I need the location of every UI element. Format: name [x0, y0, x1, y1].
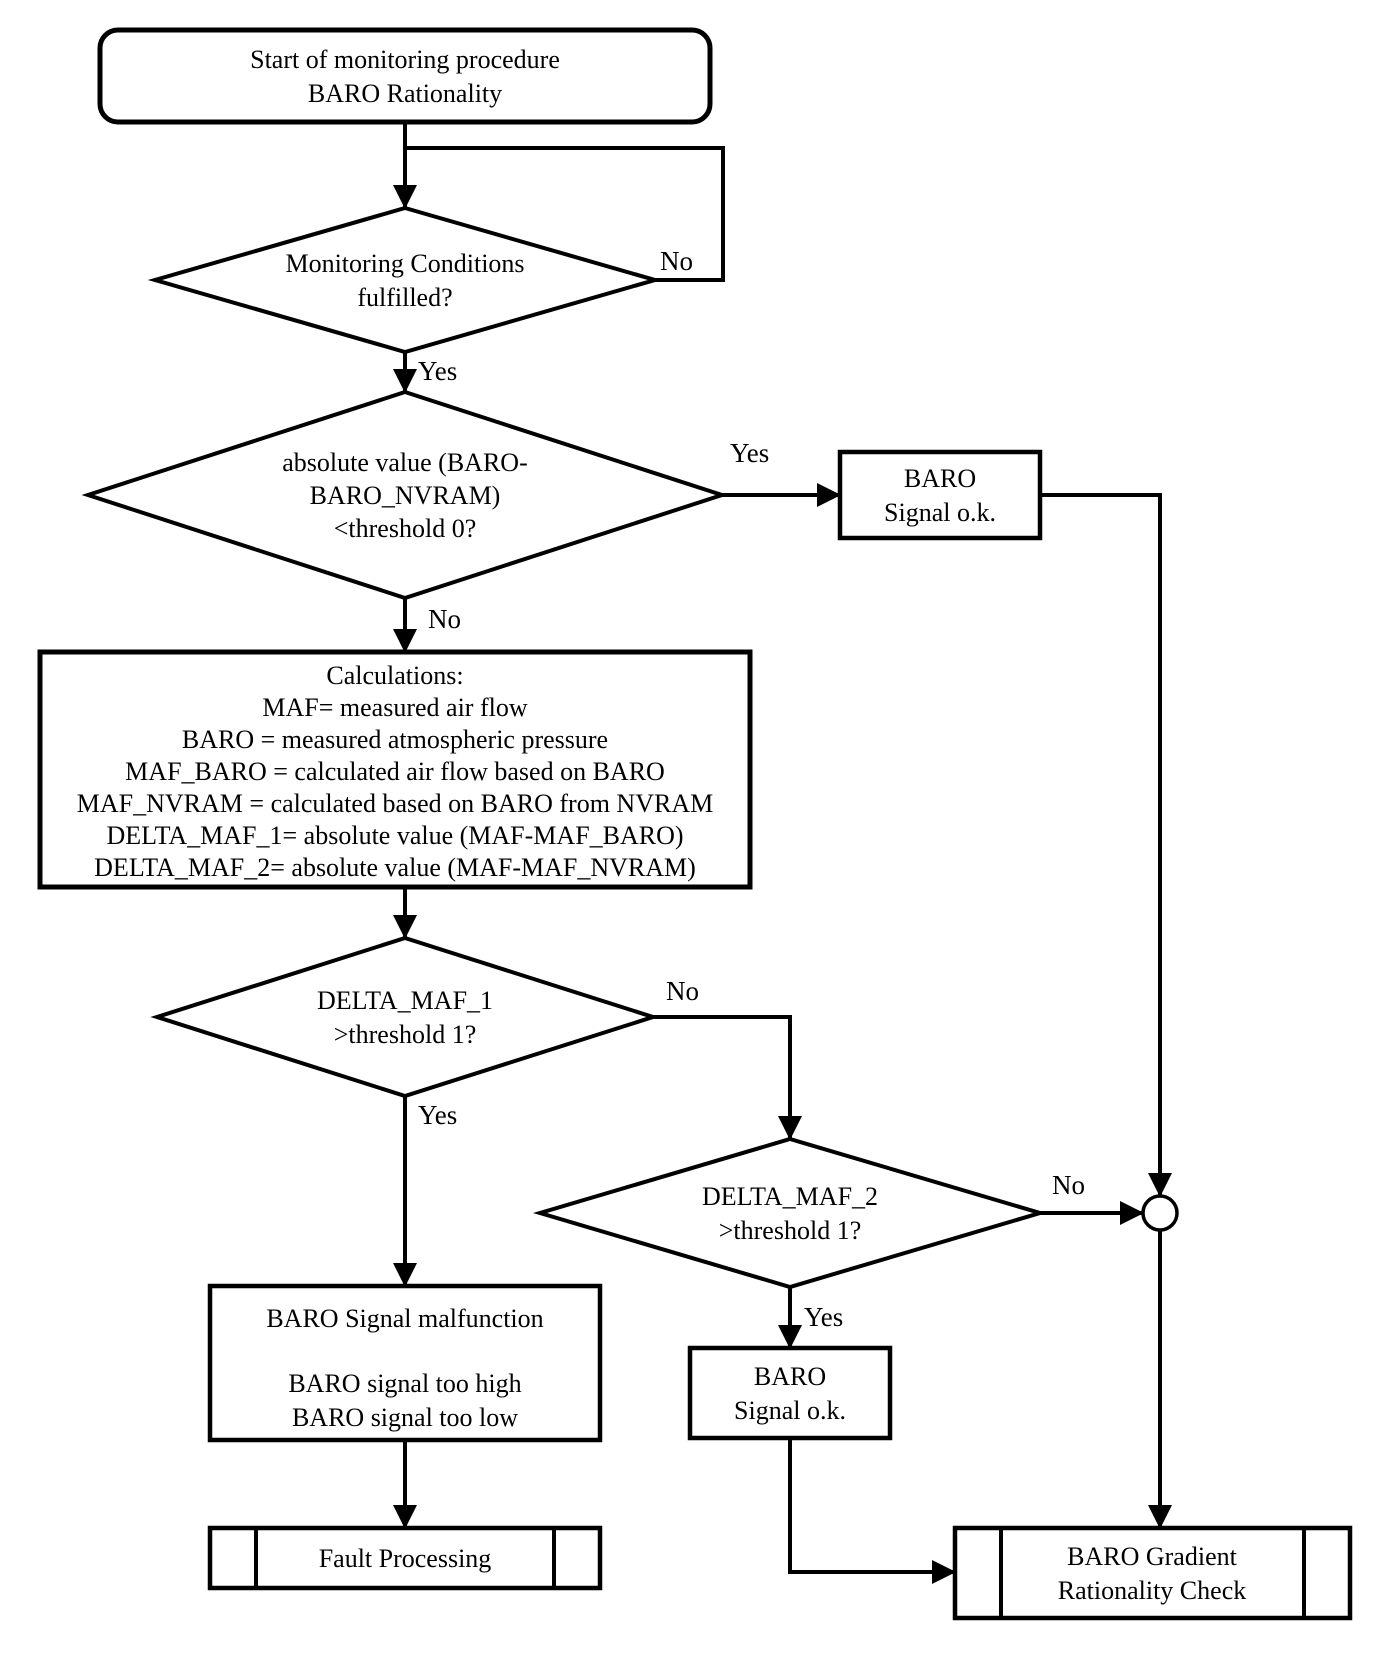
decision-delta-maf-2: DELTA_MAF_2 >threshold 1? — [532, 1136, 1048, 1290]
edge-label-delta1-yes: Yes — [418, 1100, 457, 1130]
decision-delta-maf-2-shape — [532, 1136, 1048, 1290]
decision-delta-maf-1-line-1: DELTA_MAF_1 — [317, 986, 493, 1015]
decision-delta-maf-1: DELTA_MAF_1 >threshold 1? — [150, 935, 660, 1099]
decision-monitoring-conditions-line-2: fulfilled? — [357, 283, 452, 312]
edge-baro-ok-top-to-connector — [1040, 493, 1172, 1197]
decision-abs-baro-nvram: absolute value (BARO- BARO_NVRAM) <thres… — [81, 389, 729, 601]
process-baro-signal-malfunction: BARO Signal malfunction BARO signal too … — [207, 1283, 603, 1443]
process-calculations-line-1: Calculations: — [326, 661, 463, 690]
start-node: Start of monitoring procedure BARO Ratio… — [97, 27, 713, 125]
edge-label-abs-no: No — [428, 604, 461, 634]
decision-monitoring-conditions: Monitoring Conditions fulfilled? — [147, 205, 663, 355]
process-baro-signal-ok-bottom-line-1: BARO — [754, 1362, 826, 1391]
process-calculations-line-3: BARO = measured atmospheric pressure — [182, 725, 608, 754]
decision-abs-baro-nvram-line-1: absolute value (BARO- — [282, 448, 528, 477]
process-baro-signal-malfunction-shape — [207, 1283, 603, 1443]
process-baro-signal-malfunction-line-1: BARO Signal malfunction — [266, 1304, 543, 1333]
edge-label-delta2-no: No — [1052, 1170, 1085, 1200]
edges — [393, 122, 1172, 1584]
edge-label-abs-yes: Yes — [730, 438, 769, 468]
subroutine-fault-processing-shape — [207, 1525, 603, 1591]
edge-label-monitoring-no: No — [660, 246, 693, 276]
decision-delta-maf-1-shape — [150, 935, 660, 1099]
process-calculations-line-6: DELTA_MAF_1= absolute value (MAF-MAF_BAR… — [106, 821, 683, 850]
process-baro-signal-malfunction-line-2: BARO signal too high — [288, 1369, 521, 1398]
connector-circle — [1141, 1194, 1179, 1232]
decision-monitoring-conditions-shape — [147, 205, 663, 355]
edge-delta1-no — [653, 1015, 802, 1140]
process-baro-signal-malfunction-line-3: BARO signal too low — [292, 1403, 518, 1432]
process-calculations-line-7: DELTA_MAF_2= absolute value (MAF-MAF_NVR… — [94, 853, 696, 882]
decision-abs-baro-nvram-line-2: BARO_NVRAM) — [310, 481, 501, 510]
start-node-shape — [97, 27, 713, 125]
process-baro-signal-ok-top-line-1: BARO — [904, 464, 976, 493]
subroutine-fault-processing: Fault Processing — [207, 1525, 603, 1591]
process-baro-signal-ok-bottom: BARO Signal o.k. — [687, 1345, 893, 1441]
start-node-line-2: BARO Rationality — [308, 79, 502, 108]
decision-delta-maf-2-line-1: DELTA_MAF_2 — [702, 1182, 878, 1211]
process-baro-signal-ok-top: BARO Signal o.k. — [837, 449, 1043, 541]
decision-abs-baro-nvram-shape — [81, 389, 729, 601]
process-calculations-line-2: MAF= measured air flow — [262, 693, 527, 722]
decision-monitoring-conditions-line-1: Monitoring Conditions — [285, 249, 524, 278]
start-node-line-1: Start of monitoring procedure — [250, 45, 560, 74]
process-calculations-line-4: MAF_BARO = calculated air flow based on … — [125, 757, 665, 786]
edge-labels: No Yes Yes No No Yes No Yes — [418, 246, 1085, 1332]
process-baro-signal-ok-top-line-2: Signal o.k. — [884, 498, 996, 527]
edge-baro-ok-bottom-to-gradient-check — [788, 1438, 956, 1584]
decision-abs-baro-nvram-line-3: <threshold 0? — [334, 514, 476, 543]
decision-delta-maf-2-line-2: >threshold 1? — [719, 1216, 861, 1245]
subroutine-baro-gradient-line-1: BARO Gradient — [1067, 1542, 1237, 1571]
subroutine-fault-processing-line-1: Fault Processing — [319, 1544, 492, 1573]
process-calculations: Calculations: MAF= measured air flow BAR… — [37, 649, 753, 890]
process-baro-signal-ok-bottom-line-2: Signal o.k. — [734, 1396, 846, 1425]
process-baro-signal-ok-top-shape — [837, 449, 1043, 541]
edge-label-monitoring-yes: Yes — [418, 356, 457, 386]
edge-label-delta1-no: No — [666, 976, 699, 1006]
process-calculations-shape — [37, 649, 753, 890]
edge-label-delta2-yes: Yes — [804, 1302, 843, 1332]
process-baro-signal-ok-bottom-shape — [687, 1345, 893, 1441]
process-calculations-line-5: MAF_NVRAM = calculated based on BARO fro… — [77, 789, 713, 818]
subroutine-baro-gradient-rationality-check: BARO Gradient Rationality Check — [952, 1525, 1353, 1621]
subroutine-baro-gradient-rationality-check-shape — [952, 1525, 1353, 1621]
subroutine-baro-gradient-line-2: Rationality Check — [1058, 1576, 1246, 1605]
edge-monitoring-no-loop — [405, 146, 725, 282]
decision-delta-maf-1-line-2: >threshold 1? — [334, 1020, 476, 1049]
